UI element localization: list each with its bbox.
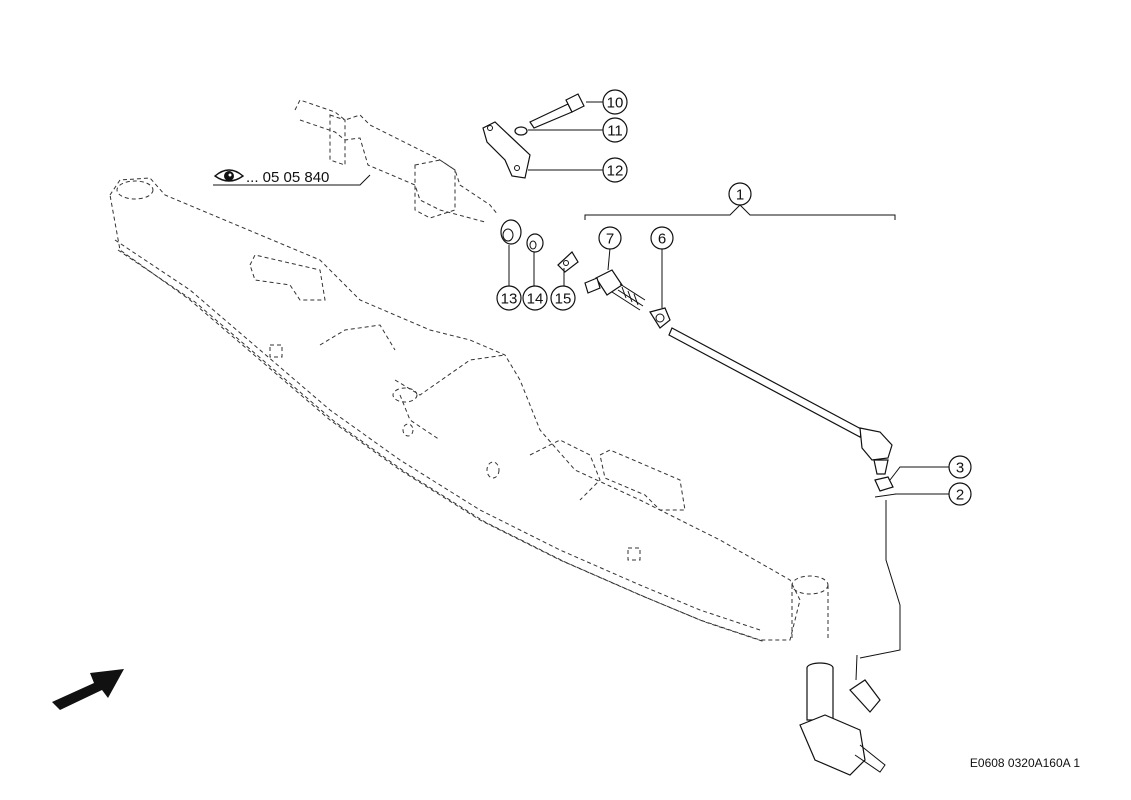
callout-15[interactable]: 15 <box>550 285 576 311</box>
steering-knuckle <box>799 605 901 776</box>
callout-10[interactable]: 10 <box>602 89 628 115</box>
part-7-socket <box>584 269 646 311</box>
svg-text:7: 7 <box>606 231 614 248</box>
callout-2[interactable]: 2 <box>948 482 972 506</box>
svg-text:15: 15 <box>555 291 572 308</box>
parts-2-3 <box>874 476 901 606</box>
svg-text:14: 14 <box>527 291 544 308</box>
callout-1[interactable]: 1 <box>728 182 752 206</box>
parts-13-14-15 <box>500 219 579 273</box>
upper-shaft-outline <box>294 99 499 223</box>
svg-text:3: 3 <box>956 460 964 477</box>
part-6-clamp <box>649 307 671 329</box>
reference-text: ... 05 05 840 <box>246 169 329 186</box>
drawing-code: E0608 0320A160A 1 <box>970 756 1080 770</box>
callout-6[interactable]: 6 <box>650 226 674 250</box>
leader-lines <box>245 101 950 495</box>
svg-text:6: 6 <box>658 231 666 248</box>
parts-10-11-12 <box>482 93 585 179</box>
callout-12[interactable]: 12 <box>602 157 628 183</box>
svg-text:11: 11 <box>607 123 623 140</box>
callout-13[interactable]: 13 <box>496 285 522 311</box>
callout-14[interactable]: 14 <box>522 285 548 311</box>
svg-text:13: 13 <box>501 291 518 308</box>
svg-text:2: 2 <box>956 487 964 504</box>
svg-text:1: 1 <box>736 187 744 204</box>
eye-icon <box>213 169 245 186</box>
cross-reference[interactable]: ... 05 05 840 <box>213 169 329 186</box>
svg-text:12: 12 <box>607 163 624 180</box>
axle-beam-outline <box>109 177 829 643</box>
callout-7[interactable]: 7 <box>598 226 622 250</box>
tie-rod <box>584 204 896 475</box>
callout-3[interactable]: 3 <box>948 455 972 479</box>
direction-arrow-icon <box>52 669 124 710</box>
callout-11[interactable]: 11 <box>602 117 628 143</box>
svg-text:10: 10 <box>607 95 624 112</box>
